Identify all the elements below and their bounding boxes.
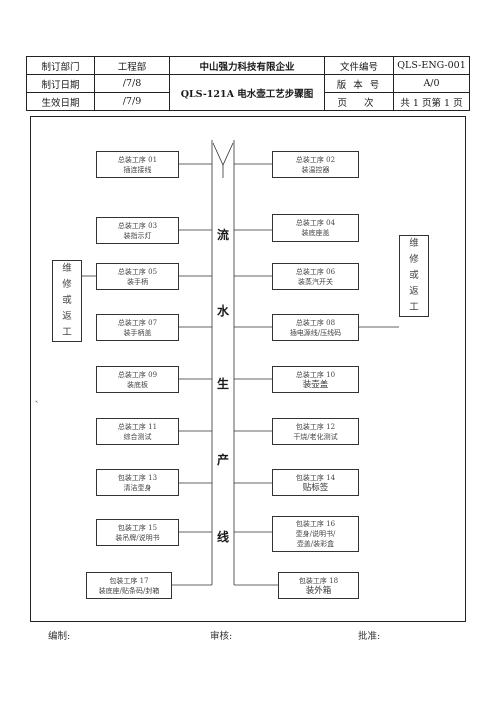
line-label-char: 线	[217, 530, 230, 544]
footer-approved-by: 批准:	[358, 631, 381, 642]
line-label-char: 流	[217, 228, 230, 242]
document-title: QLS-121A 电水壶工艺步骤图	[169, 74, 325, 111]
value-page: 共 1 页第 1 页	[393, 92, 470, 111]
line-label-char: 产	[217, 453, 230, 467]
line-top-funnel	[212, 142, 234, 166]
value-effective-date: /7/9	[94, 92, 170, 111]
rework-box-left: 维修或返工	[52, 260, 82, 342]
footer-reviewed-by: 审核:	[210, 631, 233, 642]
flowchart-frame	[30, 116, 466, 622]
footer-prepared-by: 编制:	[48, 631, 71, 642]
header-row: 制订部门 工程部 中山强力科技有限企业 文件编号 QLS-ENG-001	[26, 56, 470, 75]
document-header-table: 制订部门 工程部 中山强力科技有限企业 文件编号 QLS-ENG-001 制订日…	[26, 56, 470, 111]
label-effective-date: 生效日期	[26, 92, 95, 111]
header-row: 生效日期 /7/9 页 次 共 1 页第 1 页	[26, 92, 470, 111]
rework-box-right: 维修或返工	[399, 235, 429, 317]
line-label-char: 水	[217, 304, 230, 318]
stray-mark: 、	[35, 395, 43, 404]
line-label-char: 生	[217, 377, 230, 391]
header-row: 制订日期 /7/8 QLS-121A 电水壶工艺步骤图 版 本 号 A/0	[26, 74, 470, 111]
